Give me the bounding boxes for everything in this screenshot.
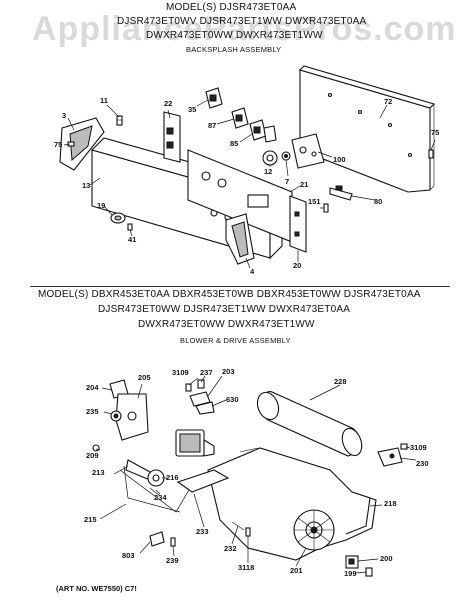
label-205: 205: [138, 373, 151, 382]
blower-model-line-2: DJSR473ET0WW DJSR473ET1WW DWXR473ET0AA: [98, 304, 351, 315]
section-divider: [30, 286, 450, 287]
clip-part-41: [127, 223, 133, 231]
clip-part-232: [231, 521, 245, 531]
label-12: 12: [264, 167, 273, 176]
label-3118: 3118: [238, 563, 255, 572]
label-209: 209: [86, 451, 99, 460]
drum-part-228: [256, 391, 363, 457]
label-216: 216: [166, 473, 179, 482]
motor-mount-part-233: [176, 469, 230, 493]
blower-title: BLOWER & DRIVE ASSEMBLY: [180, 336, 291, 345]
label-75-right: 75: [431, 128, 440, 137]
timer-part-100: [291, 133, 325, 169]
screw-part-3109-right: [400, 443, 408, 450]
label-803: 803: [122, 551, 135, 560]
label-13: 13: [82, 181, 91, 190]
label-235: 235: [86, 407, 99, 416]
label-239: 239: [166, 556, 179, 565]
label-213: 213: [92, 468, 105, 477]
switch-part-35: [205, 87, 223, 109]
knob-part-7: [281, 151, 291, 161]
label-85: 85: [230, 139, 239, 148]
bracket-part-230: [377, 447, 403, 467]
label-3109-top: 3109: [172, 368, 189, 377]
screw-part-199: [365, 567, 373, 577]
screw-part-3118: [245, 527, 251, 537]
clip-part-237: [197, 379, 205, 389]
blower-model-line-1: MODEL(S) DBXR453ET0AA DBXR453ET0WB DBXR4…: [38, 289, 421, 300]
screw-part-75-right: [428, 149, 434, 159]
label-19: 19: [97, 201, 106, 210]
label-75-left: 75: [54, 140, 63, 149]
label-232: 232: [224, 544, 237, 553]
label-233: 233: [196, 527, 209, 536]
backsplash-model-line-1: MODEL(S) DJSR473ET0AA: [166, 2, 297, 13]
belt-switch-part-203: [189, 391, 215, 415]
end-cap-part-3: [59, 117, 105, 171]
label-237: 237: [200, 368, 213, 377]
knob-part-12: [262, 150, 278, 166]
switch-frame-part-22: [163, 111, 181, 163]
blower-model-line-3: DWXR473ET0WW DWXR473ET1WW: [138, 319, 315, 330]
clip-part-803: [149, 531, 165, 547]
backsplash-model-line-2: DJSR473ET0WV DJSR473ET1WW DWXR473ET0AA: [117, 16, 367, 27]
backsplash-model-line-3: DWXR473ET0WW DWXR473ET1WW: [146, 30, 323, 41]
label-20: 20: [293, 261, 302, 270]
drive-motor: [175, 429, 215, 457]
label-630: 630: [226, 395, 239, 404]
label-234: 234: [154, 493, 167, 502]
label-228: 228: [334, 377, 347, 386]
label-22: 22: [164, 99, 173, 108]
end-cap-part-4: [225, 213, 255, 265]
label-201: 201: [290, 566, 303, 575]
label-215: 215: [84, 515, 97, 524]
thermostat-part-200: [345, 555, 359, 569]
label-100: 100: [333, 155, 346, 164]
bracket-part-204: [109, 379, 129, 399]
label-35: 35: [188, 105, 197, 114]
label-151: 151: [308, 197, 321, 206]
label-87: 87: [208, 121, 217, 130]
switch-part-85: [249, 119, 277, 143]
pulley-part-216: [147, 469, 165, 487]
end-bracket-part-20: [289, 195, 307, 253]
button-part-19: [110, 212, 126, 224]
label-199: 199: [344, 569, 357, 578]
screw-part-239: [170, 537, 176, 547]
label-204: 204: [86, 383, 99, 392]
label-4: 4: [250, 267, 255, 276]
label-21: 21: [300, 180, 309, 189]
label-72: 72: [384, 97, 393, 106]
label-80: 80: [374, 197, 383, 206]
idler-arm-part-213: [125, 459, 157, 481]
belt-part-215: [119, 465, 197, 513]
art-number: (ART NO. WE7550) C7!: [56, 584, 137, 593]
label-3: 3: [62, 111, 67, 120]
screw-part-151: [323, 203, 329, 213]
backsplash-diagram: [59, 65, 436, 269]
label-230: 230: [416, 459, 429, 468]
label-203: 203: [222, 367, 235, 376]
blower-wheel-part-201: [293, 509, 335, 551]
screw-part-11: [116, 115, 123, 126]
label-11: 11: [100, 96, 108, 105]
backsplash-title: BACKSPLASH ASSEMBLY: [186, 45, 282, 54]
label-7: 7: [285, 177, 290, 186]
label-200: 200: [380, 554, 393, 563]
label-3109-right: 3109: [410, 443, 427, 452]
switch-part-87: [231, 107, 249, 129]
label-41: 41: [128, 235, 137, 244]
watermark: AppliancePartsPros.com: [32, 10, 457, 48]
label-218: 218: [384, 499, 397, 508]
idler-bracket-part-205: [115, 393, 149, 441]
back-panel-part-72: [298, 65, 436, 193]
harness-part-80: [329, 185, 353, 201]
screw-part-3109-top: [185, 383, 192, 392]
idler-pulley-part-235: [110, 410, 122, 422]
